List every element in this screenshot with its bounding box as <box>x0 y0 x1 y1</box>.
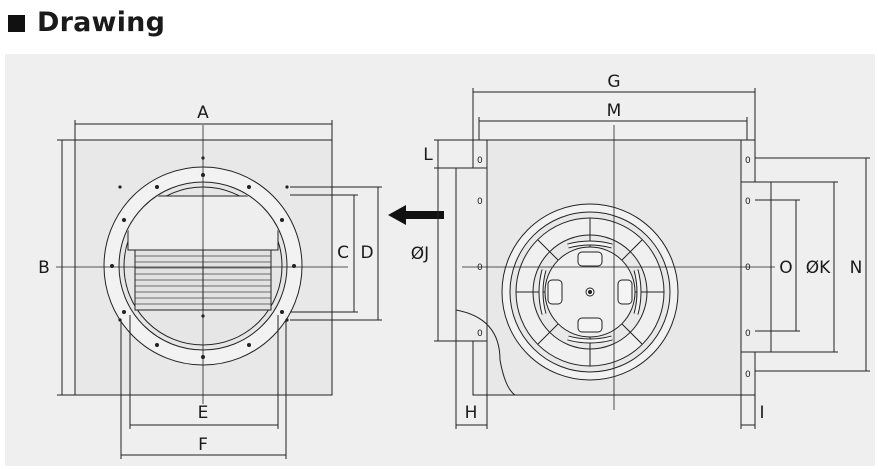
dim-label-k: ØK <box>806 258 831 278</box>
hole-mark: 0 <box>745 263 751 273</box>
dim-label-g: G <box>607 72 620 92</box>
dim-label-b: B <box>38 258 50 278</box>
section-title: Drawing <box>37 6 166 38</box>
hole-mark: 0 <box>477 197 483 207</box>
dim-label-c: C <box>337 243 349 263</box>
hole-mark: 0 <box>477 263 483 273</box>
dim-label-n: N <box>850 258 863 278</box>
dim-label-e: E <box>198 403 209 423</box>
dim-label-a: A <box>197 103 209 123</box>
square-bullet-icon <box>8 14 25 32</box>
hole-mark: 0 <box>745 329 751 339</box>
dim-label-d: D <box>360 243 373 263</box>
dim-label-o: O <box>779 258 792 278</box>
dim-label-h: H <box>465 403 478 423</box>
dim-label-i: I <box>759 403 764 423</box>
dim-label-l: L <box>423 145 433 165</box>
hole-mark: 0 <box>745 370 751 380</box>
section-header: Drawing <box>8 4 165 40</box>
airflow-arrow-icon <box>388 205 444 225</box>
dim-label-j: ØJ <box>411 244 429 264</box>
side-view <box>434 88 870 429</box>
hole-mark: 0 <box>477 329 483 339</box>
dim-label-f: F <box>198 435 208 455</box>
hole-mark: 0 <box>745 197 751 207</box>
outlet-flange <box>455 167 488 342</box>
dim-label-m: M <box>607 101 622 121</box>
hole-mark: 0 <box>745 156 751 166</box>
hole-mark: 0 <box>477 156 483 166</box>
dimension-labels: A B C D E F G M L ØJ O ØK N H I <box>33 72 865 455</box>
front-view <box>56 120 382 459</box>
flange-hole-marks: 0 0 0 0 0 0 0 0 0 <box>477 156 751 380</box>
